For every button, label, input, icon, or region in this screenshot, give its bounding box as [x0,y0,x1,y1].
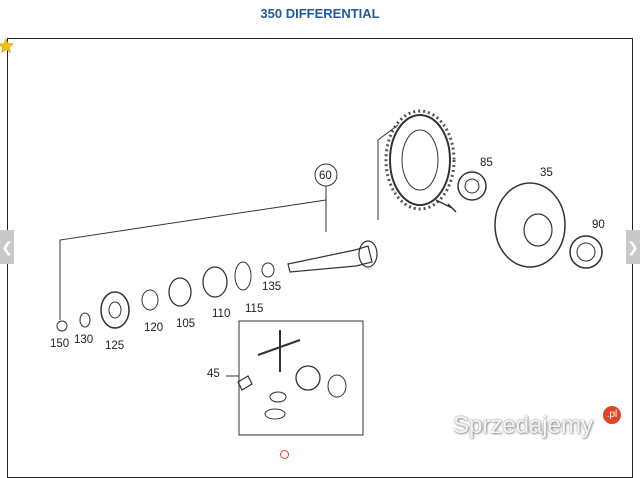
differential-diagram: 60 85 35 90 150 130 125 120 105 110 115 … [50,109,605,436]
star-icon[interactable] [0,38,14,54]
washer-130 [79,312,91,328]
ring-gear [389,114,451,206]
label-105: 105 [176,318,195,330]
bearing-85 [457,171,487,201]
bearing-90 [569,235,603,269]
label-130: 130 [74,334,93,346]
wrench-icon [237,375,253,391]
label-120: 120 [144,322,163,334]
watermark-badge: .pl [603,406,621,424]
spacer-135 [261,262,275,278]
label-85: 85 [480,157,493,169]
diff-housing [494,182,566,268]
chevron-right-icon: ❯ [627,239,639,255]
label-35: 35 [540,167,553,179]
watermark-text: Sprzedajemy [453,412,594,439]
label-60: 60 [319,170,332,182]
label-110: 110 [212,308,230,320]
label-115: 115 [245,303,263,315]
label-150: 150 [50,338,69,350]
label-90: 90 [592,219,605,231]
page-title: 350 DIFFERENTIAL [260,6,380,21]
prev-image-button[interactable]: ❮ [0,230,14,264]
nut-150 [56,320,68,332]
gallery-pager-dot[interactable] [280,450,289,459]
flange-125 [100,291,130,329]
spider-gears [257,330,301,372]
bolt [435,199,457,213]
label-45: 45 [207,368,220,380]
callout-60 [314,163,338,187]
pinion-shaft [287,245,373,273]
label-125: 125 [105,340,124,352]
detail-box [238,320,364,436]
label-135: 135 [262,281,281,293]
seal-120 [141,289,159,311]
next-image-button[interactable]: ❯ [626,230,640,264]
ring-115 [234,261,252,291]
bearing-105 [168,277,192,307]
bearing-110 [202,266,228,298]
chevron-left-icon: ❮ [1,239,13,255]
